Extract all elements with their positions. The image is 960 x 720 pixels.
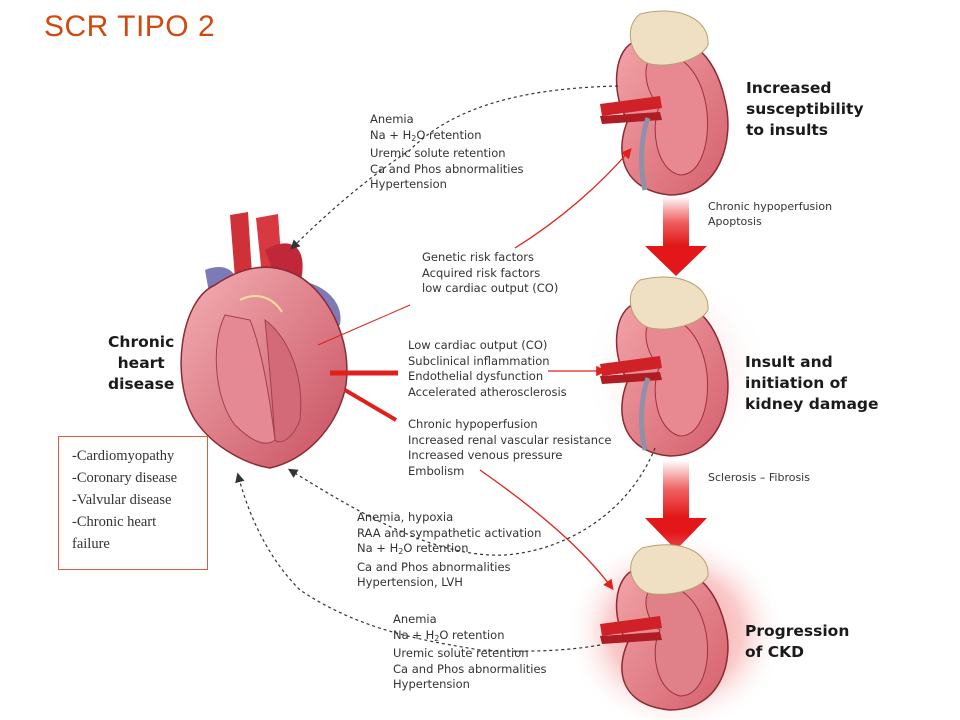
transition-arrow-1 — [645, 196, 707, 276]
feedback-arrow-mid — [287, 447, 656, 556]
risk-factors-block: Genetic risk factors Acquired risk facto… — [422, 250, 559, 295]
feedback-arrow-top — [290, 85, 619, 250]
low-causes-block: Chronic hypoperfusion Increased renal va… — [408, 417, 612, 478]
arrow-causes-to-kidney3 — [479, 469, 614, 591]
stage2-label: Insult and initiation of kidney damage — [745, 353, 879, 413]
heart-connectors — [317, 304, 411, 422]
kidney-stage-3 — [566, 532, 786, 720]
arrow-risk-to-kidney1 — [514, 148, 632, 249]
transition-note-2: Sclerosis – Fibrosis — [708, 471, 810, 484]
heart-disease-list-box: -Cardiomyopathy -Coronary disease -Valvu… — [58, 436, 208, 570]
kidney-stage-1 — [600, 10, 729, 196]
feedback-arrow-bottom — [235, 472, 601, 652]
heart-illustration — [180, 212, 348, 469]
top-feedback-block: Anemia Na + H2O retention Uremic solute … — [370, 112, 524, 191]
transition-note-1: Chronic hypoperfusion Apoptosis — [708, 200, 833, 228]
mid-causes-block: Low cardiac output (CO) Subclinical infl… — [408, 338, 567, 399]
bottom-feedback-block: Anemia Na + H2O retention Uremic solute … — [393, 612, 547, 691]
stage3-label: Progression of CKD — [745, 622, 850, 661]
mid-feedback-block: Anemia, hypoxia RAA and sympathetic acti… — [357, 510, 542, 589]
kidney-stage-2 — [581, 270, 771, 470]
heart-disease-label: Chronic heart disease — [108, 333, 175, 393]
page-title: SCR TIPO 2 — [44, 10, 216, 43]
stage1-label: Increased susceptibility to insults — [746, 79, 864, 139]
